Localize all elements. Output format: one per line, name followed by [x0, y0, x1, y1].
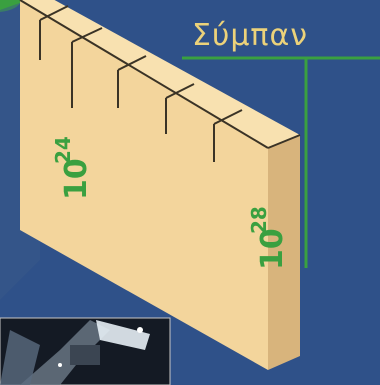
- universe-label: Σύμπαν: [192, 18, 308, 53]
- universe-pointer: [182, 56, 380, 268]
- slab-grid: [19, 0, 301, 149]
- slab-face: [20, 0, 268, 370]
- space-photo: [0, 317, 171, 385]
- slab-side: [268, 135, 300, 370]
- scale-right-base: 10: [255, 228, 290, 270]
- slab-top: [20, 0, 300, 148]
- scale-right-exponent: 28: [247, 206, 271, 234]
- scale-left-base: 10: [59, 158, 94, 200]
- scale-left-exponent: 24: [51, 136, 75, 164]
- slab-ticks: [39, 20, 215, 162]
- scale-label-left: 10 24: [51, 136, 94, 200]
- scale-label-right: 10 28: [247, 206, 290, 270]
